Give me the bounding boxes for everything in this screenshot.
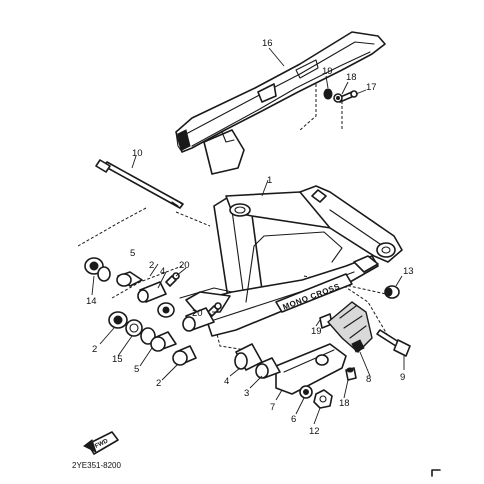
- callout-15: 17: [366, 82, 377, 93]
- assembly-guide: [343, 285, 389, 337]
- callout-2: 2: [149, 260, 154, 271]
- callout-9: 9: [400, 372, 405, 383]
- callout-11: 12: [309, 426, 320, 437]
- callout-8: 8: [366, 374, 371, 385]
- assembly-guide: [175, 211, 211, 227]
- bushing-part: [116, 271, 143, 287]
- oil-seal-part: [108, 311, 128, 329]
- callout-5: 5: [134, 364, 139, 375]
- callout-14: 16: [262, 38, 273, 49]
- callout-1: 1: [267, 175, 272, 186]
- leader-lines: [91, 47, 405, 425]
- callout-12: 13: [403, 266, 414, 277]
- nut-part: [313, 389, 333, 409]
- callout-17: 19: [322, 66, 333, 77]
- callout-5: 5: [130, 248, 135, 259]
- chain-guard-part: [175, 31, 386, 175]
- callout-4: 4: [160, 266, 165, 277]
- washer-part: [333, 93, 343, 103]
- collar-part: [182, 307, 215, 332]
- callout-3: 3: [244, 388, 249, 399]
- pivot-shaft-part: [95, 159, 184, 209]
- bushing-part: [157, 302, 175, 318]
- end-cap-part: [384, 285, 400, 299]
- callout-10: 10: [132, 148, 143, 159]
- collar-part: [137, 281, 167, 303]
- forward-direction-indicator: FWD: [83, 431, 119, 455]
- crop-mark: [431, 469, 441, 477]
- callout-13: 15: [112, 354, 123, 365]
- callout-19: 19: [311, 326, 322, 337]
- callout-20: 20: [179, 260, 190, 271]
- bushing-part: [172, 345, 197, 366]
- callout-16: 18: [346, 72, 357, 83]
- callout-6: 6: [291, 414, 296, 425]
- washer-part: [299, 385, 313, 399]
- collar-part: [323, 88, 333, 100]
- adjuster-bolt-part: [376, 329, 411, 357]
- assembly-guide: [299, 84, 317, 131]
- part-code: 2YE351-8200: [72, 461, 121, 470]
- chain-puller-part: [275, 343, 347, 395]
- pin-part: [345, 367, 357, 381]
- collar-part: [234, 343, 263, 371]
- callout-2: 2: [156, 378, 161, 389]
- bearing-part: [97, 266, 111, 282]
- callout-7: 7: [270, 402, 275, 413]
- bearing-part: [125, 319, 143, 337]
- bushing-part: [255, 357, 281, 379]
- bushing-part: [150, 331, 177, 352]
- fwd-label: FWD: [94, 438, 110, 450]
- chain-support-part: [327, 301, 373, 353]
- callout-20: 20: [192, 308, 203, 319]
- assembly-guide: [111, 265, 183, 299]
- assembly-guide: [77, 207, 147, 247]
- callout-13: 14: [86, 296, 97, 307]
- callout-4: 4: [224, 376, 229, 387]
- grease-nipple-part: [165, 272, 180, 287]
- callout-18: 18: [339, 398, 350, 409]
- callout-2: 2: [92, 344, 97, 355]
